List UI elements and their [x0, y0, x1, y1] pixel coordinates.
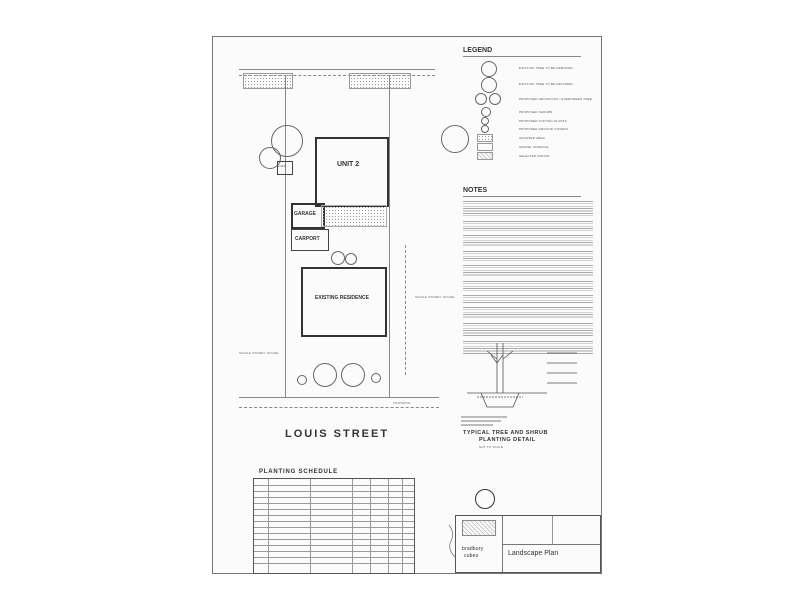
schedule-title: PLANTING SCHEDULE — [259, 469, 338, 475]
legend-underline — [463, 56, 581, 57]
legend-item: PROPOSED TUFTING PLANTS — [519, 119, 567, 123]
side-fence — [405, 245, 406, 375]
boundary-front — [239, 397, 439, 398]
notes-title: NOTES — [463, 187, 488, 194]
shed — [277, 161, 293, 175]
gravel-swatch — [477, 143, 493, 151]
note-paragraph — [463, 295, 593, 303]
proposed-tree-icon — [475, 93, 487, 105]
legend: LEGEND EXISTING TREE TO BE REMOVED EXIST… — [457, 47, 592, 167]
unit-2-label: UNIT 2 — [337, 161, 360, 168]
ground-cover-icon — [481, 125, 489, 133]
notes: NOTES — [457, 187, 593, 387]
legend-item: SELECTED PAVING — [519, 154, 550, 158]
site-plan: SHED UNIT 2 GARAGE CARPORT EXISTING RESI… — [219, 45, 469, 445]
footpath-edge — [239, 407, 439, 408]
drawing-title: Landscape Plan — [508, 550, 559, 557]
existing-residence-label: EXISTING RESIDENCE — [315, 295, 369, 301]
carport-footprint — [291, 229, 329, 251]
garden-bed-top-right — [349, 73, 411, 89]
note-paragraph — [463, 251, 593, 261]
signature-mark — [448, 524, 456, 558]
note-paragraph — [463, 235, 593, 247]
firm-name-2: cubes — [464, 553, 479, 559]
note-paragraph — [463, 265, 593, 277]
footpath-label: FOOTPATH — [393, 401, 411, 405]
note-paragraph — [463, 323, 593, 337]
planting-detail: TYPICAL TREE AND SHRUB PLANTING DETAIL N… — [457, 333, 591, 453]
legend-item: GRASSED AREA — [519, 136, 545, 140]
legend-item: PROPOSED SHRUBS — [519, 110, 553, 114]
easement-line — [239, 75, 435, 76]
existing-residence-footprint — [301, 267, 387, 337]
paving-swatch — [477, 152, 493, 160]
north-arrow-icon — [475, 489, 495, 509]
shrub-icon — [331, 251, 345, 265]
legend-item: PROPOSED GROUND COVERS — [519, 127, 569, 131]
legend-item: EXISTING TREE TO BE RETAINED — [519, 82, 573, 86]
north-arrow — [475, 489, 495, 509]
firm-logo — [462, 520, 496, 536]
shrub-icon — [345, 253, 357, 265]
proposed-tree-icon — [313, 363, 337, 387]
firm-name-1: bradbury — [462, 546, 484, 552]
planting-detail-subtitle: NOT TO SCALE — [479, 445, 504, 449]
garage-label: GARAGE — [294, 211, 316, 217]
legend-item: GRAVEL SURFACE — [519, 145, 549, 149]
carport-label: CARPORT — [295, 236, 320, 242]
shrub-icon — [371, 373, 381, 383]
note-paragraph — [463, 341, 593, 355]
note-paragraph — [463, 307, 593, 319]
boundary-top — [239, 69, 435, 70]
existing-tree-icon — [441, 125, 469, 153]
driveway — [321, 205, 387, 227]
tree-remove-icon — [481, 61, 497, 77]
side-label-right: SINGLE STOREY HOUSE — [415, 295, 455, 299]
note-paragraph — [463, 201, 593, 217]
unit-2-footprint — [315, 137, 389, 207]
note-paragraph — [463, 221, 593, 231]
boundary-left — [285, 75, 286, 397]
shrub-icon — [481, 107, 491, 117]
shed-label: SHED — [277, 164, 287, 168]
legend-title: LEGEND — [463, 47, 493, 54]
side-label-left: SINGLE STOREY HOUSE — [239, 351, 279, 355]
street-name: LOUIS STREET — [285, 428, 390, 440]
proposed-tree-icon — [489, 93, 501, 105]
title-block: bradbury cubes Landscape Plan — [455, 515, 601, 573]
garden-bed-top-left — [243, 73, 293, 89]
notes-body — [463, 201, 593, 381]
legend-item: EXISTING TREE TO BE REMOVED — [519, 66, 573, 70]
shrub-icon — [297, 375, 307, 385]
tree-retain-icon — [481, 77, 497, 93]
drawing-sheet: SHED UNIT 2 GARAGE CARPORT EXISTING RESI… — [212, 36, 602, 574]
tufting-plant-icon — [481, 117, 489, 125]
note-paragraph — [463, 281, 593, 291]
boundary-right — [389, 75, 390, 397]
existing-tree-icon — [259, 147, 281, 169]
proposed-tree-icon — [341, 363, 365, 387]
planting-schedule-table — [253, 478, 415, 574]
planting-detail-title-1: TYPICAL TREE AND SHRUB — [463, 430, 548, 436]
notes-underline — [463, 196, 581, 197]
grassed-area-swatch — [477, 134, 493, 142]
planting-detail-drawing — [461, 343, 577, 426]
existing-tree-icon — [271, 125, 303, 157]
planting-detail-title-2: PLANTING DETAIL — [479, 437, 536, 443]
legend-item: PROPOSED DECIDUOUS / EVERGREEN TREE — [519, 97, 592, 101]
